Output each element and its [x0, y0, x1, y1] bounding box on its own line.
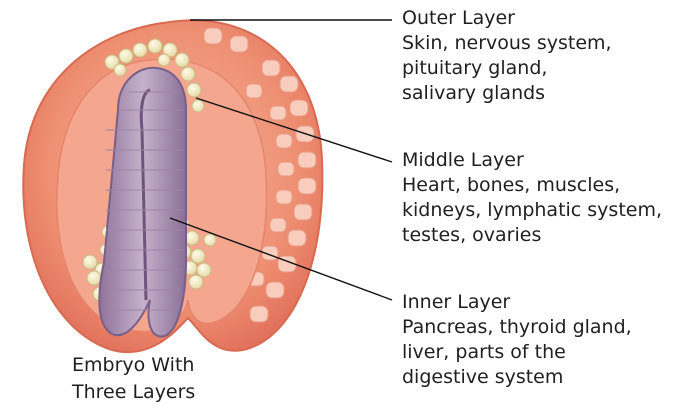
inner-layer-title: Inner Layer	[402, 290, 632, 315]
inner-layer-line-3: digestive system	[402, 365, 632, 390]
diagram-caption: Embryo With Three Layers	[72, 352, 195, 406]
middle-layer-line-3: testes, ovaries	[402, 223, 662, 248]
outer-layer-title: Outer Layer	[402, 6, 612, 31]
outer-layer-label: Outer Layer Skin, nervous system, pituit…	[402, 6, 612, 106]
caption-line-1: Embryo With	[72, 352, 195, 379]
outer-layer-line-2: pituitary gland,	[402, 56, 612, 81]
inner-layer-line-2: liver, parts of the	[402, 340, 632, 365]
middle-layer-label: Middle Layer Heart, bones, muscles, kidn…	[402, 148, 662, 248]
inner-layer-label: Inner Layer Pancreas, thyroid gland, liv…	[402, 290, 632, 390]
middle-layer-line-2: kidneys, lymphatic system,	[402, 198, 662, 223]
outer-layer-line-3: salivary glands	[402, 81, 612, 106]
outer-layer-line-1: Skin, nervous system,	[402, 31, 612, 56]
middle-layer-title: Middle Layer	[402, 148, 662, 173]
inner-layer-line-1: Pancreas, thyroid gland,	[402, 315, 632, 340]
middle-layer-line-1: Heart, bones, muscles,	[402, 173, 662, 198]
caption-line-2: Three Layers	[72, 379, 195, 406]
